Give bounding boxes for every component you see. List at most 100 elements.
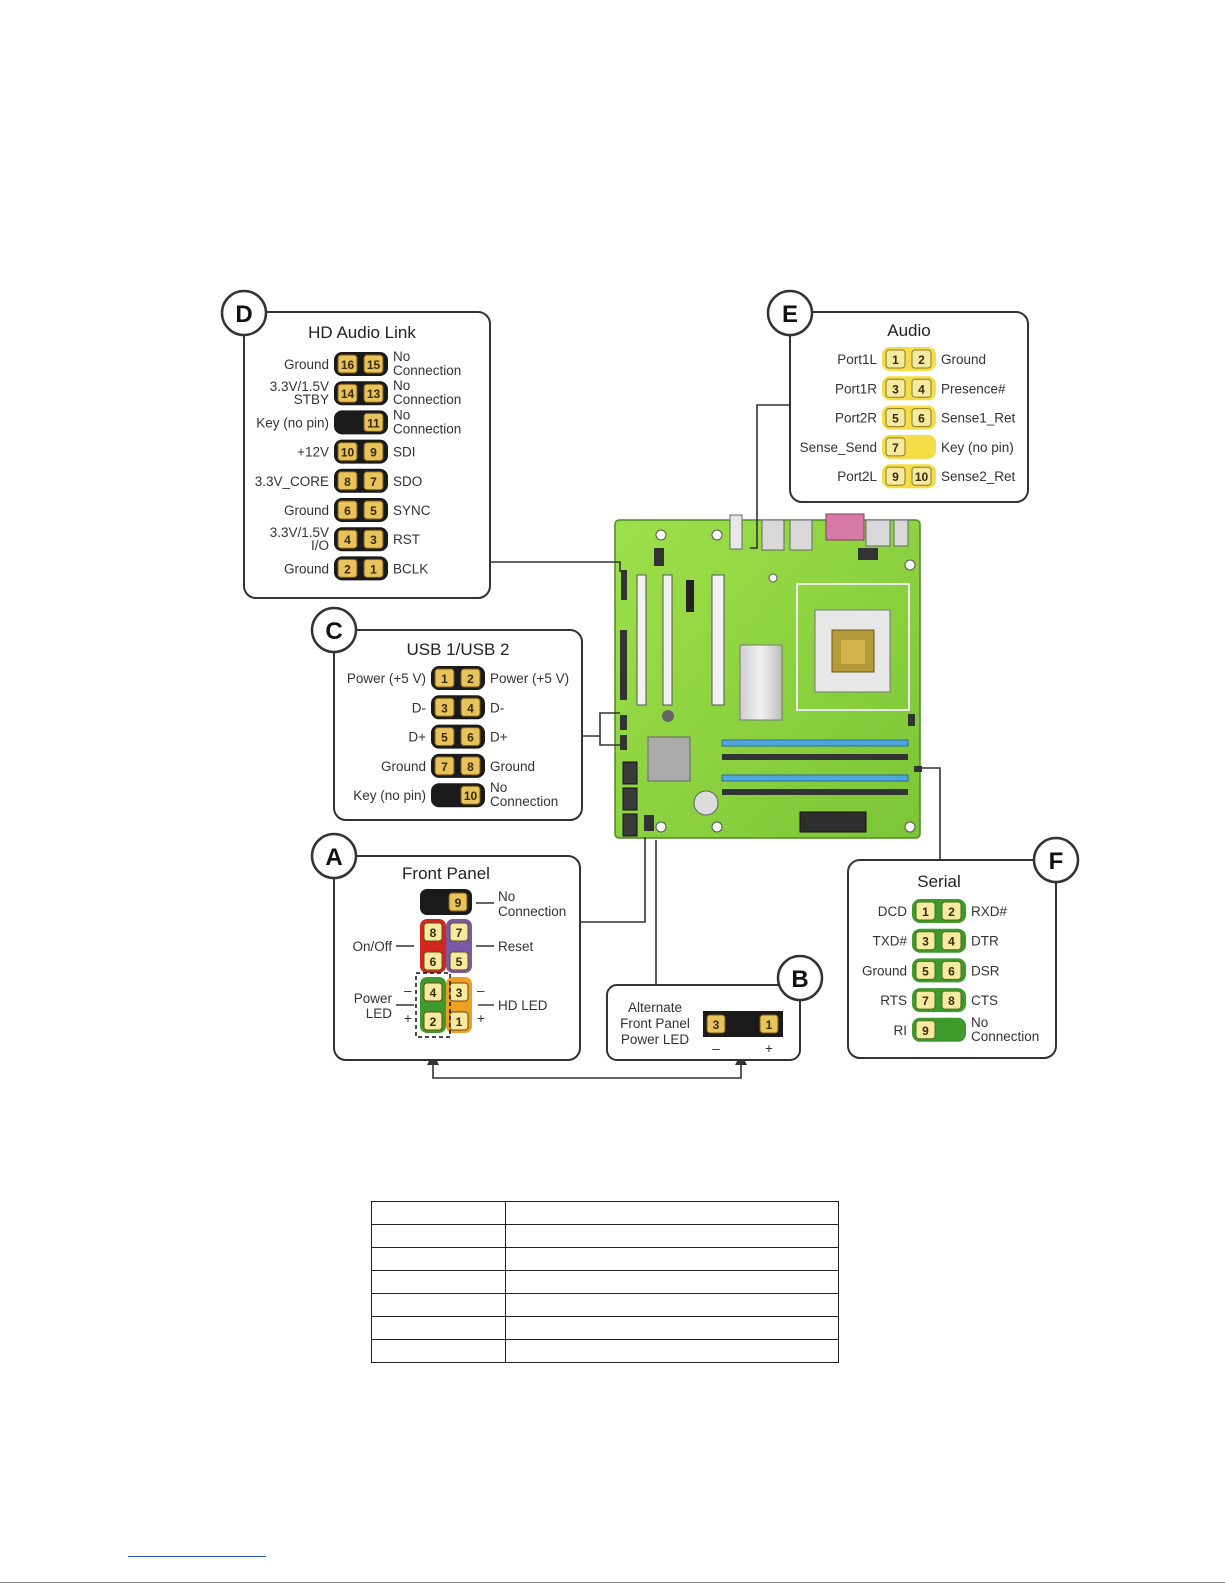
d-right-label: RST xyxy=(393,532,420,547)
f-left-label: TXD# xyxy=(872,934,907,949)
badge-f-letter: F xyxy=(1049,848,1064,875)
c-right-label: Power (+5 V) xyxy=(490,671,569,686)
e-pin-4: 4 xyxy=(918,382,925,396)
f-right-label: RXD# xyxy=(971,904,1008,919)
legend-cell-description xyxy=(505,1270,839,1294)
usb-title: USB 1/USB 2 xyxy=(407,640,510,659)
f-right-label: DSR xyxy=(971,963,1000,978)
front-panel-pin-8: 8 xyxy=(430,926,437,940)
d-right-label: Connection xyxy=(393,421,461,436)
f-pin-square xyxy=(915,960,936,980)
front-panel-nc-1: No xyxy=(498,889,515,904)
c-pin-4: 4 xyxy=(467,701,474,715)
d-left-label: STBY xyxy=(294,392,329,407)
d-right-label: No xyxy=(393,407,410,422)
d-left-label: Ground xyxy=(284,561,329,576)
e-left-label: Port2R xyxy=(835,411,877,426)
c-pin-square xyxy=(434,756,455,776)
legend-cell-description xyxy=(505,1293,839,1317)
d-pin-4: 4 xyxy=(344,533,351,547)
d-pin-15: 15 xyxy=(367,358,381,372)
front-panel-reset-label: Reset xyxy=(498,939,534,954)
d-right-label: No xyxy=(393,378,410,393)
c-pin-square xyxy=(460,756,481,776)
e-pin-square xyxy=(885,437,906,457)
c-right-label: Connection xyxy=(490,794,558,809)
d-pin-1: 1 xyxy=(370,562,377,576)
c-left-label: Ground xyxy=(381,759,426,774)
e-pin-9: 9 xyxy=(892,470,899,484)
front-panel-hd-led-minus: – xyxy=(477,983,485,998)
f-pin-8: 8 xyxy=(948,994,955,1008)
d-left-label: 3.3V/1.5V xyxy=(270,379,329,394)
front-panel-title: Front Panel xyxy=(402,864,490,883)
legend-row xyxy=(371,1339,839,1363)
legend-row xyxy=(371,1270,839,1294)
front-panel-pin-square xyxy=(423,1011,443,1031)
e-pin-3: 3 xyxy=(892,382,899,396)
badge-f: F xyxy=(1032,836,1080,884)
legend-row xyxy=(371,1247,839,1271)
front-panel-pin-square xyxy=(423,951,443,971)
e-pin-10: 10 xyxy=(915,470,929,484)
c-pin-1: 1 xyxy=(441,672,448,686)
d-pin-3: 3 xyxy=(370,533,377,547)
d-pin-16: 16 xyxy=(341,358,355,372)
alt-power-led-title-3: Power LED xyxy=(621,1032,690,1047)
c-pin-square xyxy=(460,727,481,747)
c-left-label: Power (+5 V) xyxy=(347,671,426,686)
front-panel-pin-square xyxy=(449,951,469,971)
badge-c-letter: C xyxy=(325,618,342,645)
front-panel-hd-led-plus: + xyxy=(477,1011,485,1026)
hd-audio-link-title: HD Audio Link xyxy=(308,323,416,342)
d-pin-square xyxy=(363,500,384,520)
front-panel-pin-square xyxy=(423,922,443,942)
c-left-label: D+ xyxy=(408,730,426,745)
alt-power-led-title-1: Alternate xyxy=(628,1000,682,1015)
d-pin-2: 2 xyxy=(344,562,351,576)
e-pin-square xyxy=(885,349,906,369)
f-pin-7: 7 xyxy=(922,994,929,1008)
leader-lines xyxy=(427,404,941,1079)
front-panel-power-led-minus: – xyxy=(404,983,412,998)
legend-cell-item xyxy=(371,1270,506,1294)
c-pin-square xyxy=(460,668,481,688)
c-pin-square xyxy=(460,785,481,805)
e-pin-square xyxy=(885,408,906,428)
legend-cell-item xyxy=(371,1316,506,1340)
e-pin-1: 1 xyxy=(892,353,899,367)
f-right-label: No xyxy=(971,1015,988,1030)
legend-cell-item xyxy=(371,1247,506,1271)
legend-cell-item xyxy=(371,1293,506,1317)
f-right-label: Connection xyxy=(971,1029,1039,1044)
f-pin-2: 2 xyxy=(948,905,955,919)
legend-row xyxy=(371,1293,839,1317)
e-right-label: Sense2_Ret xyxy=(941,469,1016,484)
f-pin-square xyxy=(941,901,962,921)
c-right-label: No xyxy=(490,780,507,795)
e-pin-square xyxy=(911,378,932,398)
badge-d: D xyxy=(220,289,268,337)
d-left-label: 3.3V_CORE xyxy=(255,474,329,489)
front-panel-hd-led-label: HD LED xyxy=(498,998,548,1013)
front-panel-pin-6: 6 xyxy=(430,955,437,969)
front-panel-pin-square xyxy=(449,922,469,942)
d-pin-square xyxy=(363,412,384,432)
d-pin-6: 6 xyxy=(344,504,351,518)
motherboard xyxy=(614,513,922,839)
e-left-label: Port1L xyxy=(837,352,877,367)
front-panel-onoff-label: On/Off xyxy=(352,939,392,954)
e-pin-square xyxy=(911,408,932,428)
d-pin-9: 9 xyxy=(370,446,377,460)
d-pin-square xyxy=(337,354,358,374)
